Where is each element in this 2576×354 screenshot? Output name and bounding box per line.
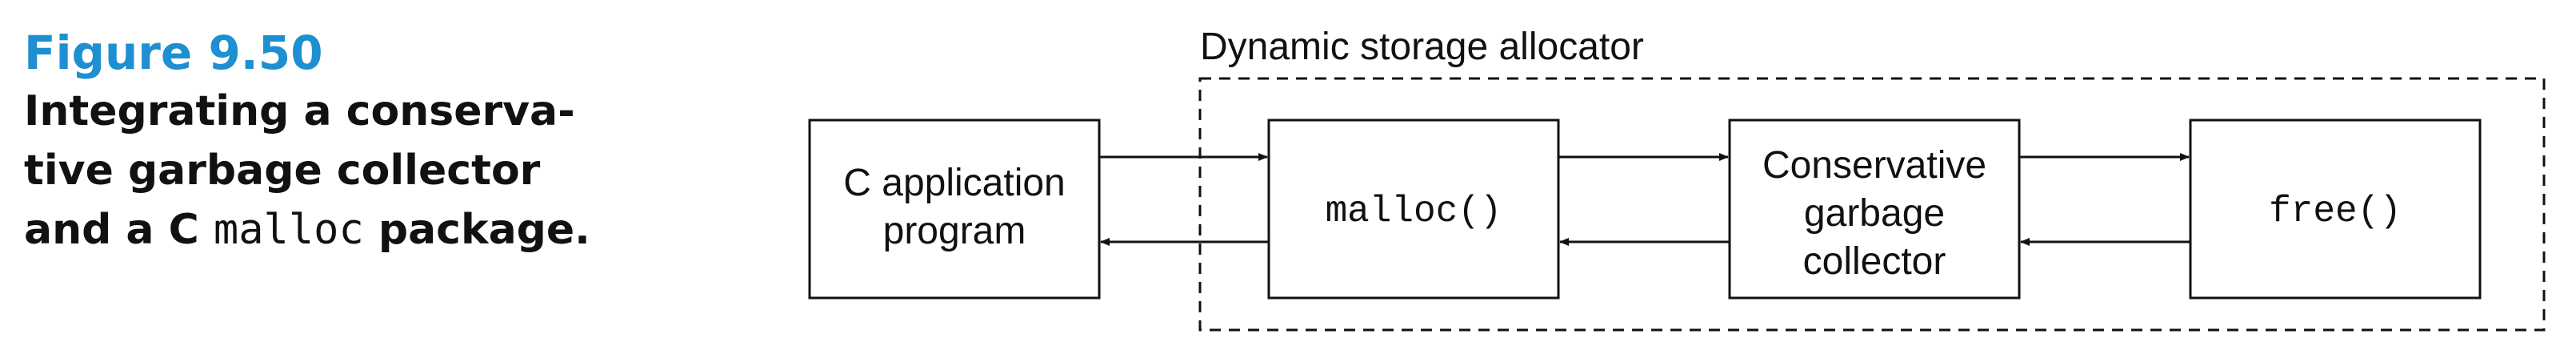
- malloc-box-label: malloc(): [1326, 191, 1502, 232]
- c-application-program-box: C application program: [808, 119, 1101, 300]
- malloc-box: malloc(): [1267, 119, 1560, 300]
- figure-title-line-2: tive garbage collector: [24, 147, 541, 195]
- gc-box-line-1: Conservative: [1762, 144, 1986, 187]
- gc-box-line-2: garbage: [1804, 192, 1945, 235]
- app-box-line-2: program: [883, 210, 1026, 252]
- free-box-label: free(): [2269, 191, 2402, 232]
- dynamic-storage-allocator-region: [1198, 77, 2546, 332]
- figure-caption: Figure 9.50 Integrating a conserva- tive…: [24, 24, 744, 259]
- free-box: free(): [2189, 119, 2482, 300]
- figure-number: Figure 9.50: [24, 26, 323, 80]
- region-label: Dynamic storage allocator: [1200, 26, 1644, 68]
- figure-title-line-3-prefix: and a C: [24, 206, 199, 254]
- app-box-line-1: C application: [843, 162, 1066, 204]
- figure-title-line-1: Integrating a conserva-: [24, 87, 575, 135]
- figure-title-code-malloc: malloc: [213, 206, 364, 254]
- figure-title: Integrating a conserva- tive garbage col…: [24, 82, 744, 259]
- figure-title-line-3: and a C malloc package.: [24, 200, 744, 259]
- garbage-collector-box: Conservative garbage collector: [1728, 119, 2021, 300]
- gc-box-line-3: collector: [1803, 240, 1946, 283]
- figure-title-line-3-suffix: package.: [378, 206, 590, 254]
